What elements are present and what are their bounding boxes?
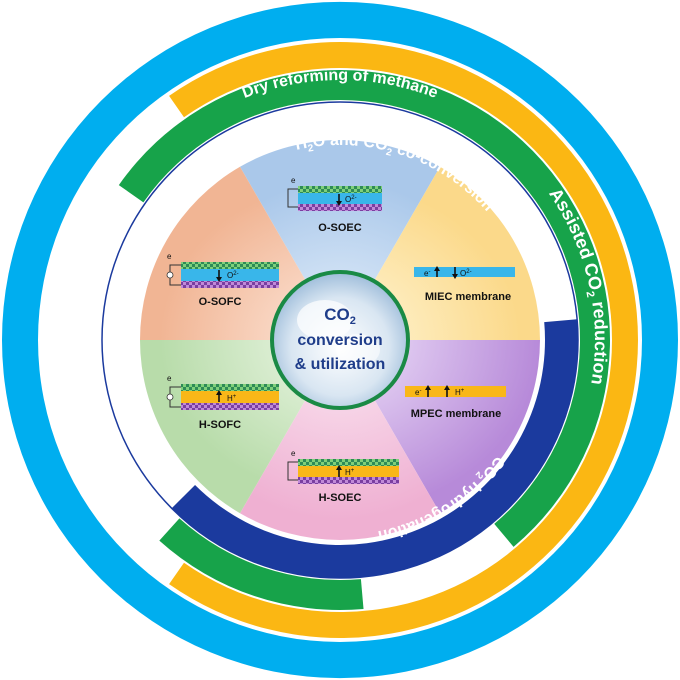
ring-co-conversion-lower: [159, 518, 364, 611]
center-cloud-2: [336, 334, 380, 366]
h-soec-electrode-bottom: [298, 477, 399, 484]
o-soec-ion-text: O2-: [345, 195, 357, 204]
miec-electron-text: e-: [424, 269, 430, 278]
o-sofc-label: O-SOFC: [199, 296, 242, 308]
o-soec-cell: O2- e O-SOEC: [287, 176, 382, 234]
o-sofc-electrode-bottom: [181, 281, 279, 288]
mpec-electron-arrow-head: [425, 385, 431, 390]
miec-ion-arrow-head: [452, 274, 458, 279]
h-sofc-electrode-top: [181, 384, 279, 391]
center-title-conversion: conversion: [297, 332, 382, 349]
o-sofc-electrolyte: [181, 269, 279, 281]
h-soec-electron-text: e: [291, 449, 296, 458]
h-soec-label: H-SOEC: [319, 492, 362, 504]
h-sofc-label: H-SOFC: [199, 419, 241, 431]
sector-o-soec: [240, 140, 440, 340]
h-soec-circuit: [287, 461, 298, 481]
o-soec-circuit: [287, 188, 298, 208]
h-sofc-electrode-bottom: [181, 403, 279, 410]
h-sofc-electron-text: e: [167, 374, 172, 383]
o-soec-electrode-bottom: [298, 204, 382, 211]
h-sofc-cell: H+ e H-SOFC: [166, 374, 279, 431]
inner-boundary-line: [101, 101, 579, 579]
o-sofc-ion-text: O2-: [227, 271, 239, 280]
o-soec-electrode-top: [298, 186, 382, 193]
sector-h-soec: [240, 340, 440, 540]
o-soec-arrow-head: [336, 201, 342, 206]
center-title-utilization: & utilization: [295, 356, 386, 373]
h-sofc-electrolyte: [181, 391, 279, 403]
h-sofc-load: [166, 393, 174, 401]
h-soec-ion-text: H+: [345, 468, 355, 477]
miec-cell: e- O2- MIEC membrane: [414, 266, 515, 303]
h-soec-electrolyte: [298, 466, 399, 477]
sectors-layer: [140, 140, 540, 540]
center-cloud: [297, 300, 353, 340]
center-title-co2: CO2: [324, 305, 356, 327]
miec-label: MIEC membrane: [425, 291, 511, 303]
o-sofc-electron-text: e: [167, 252, 172, 261]
o-soec-electron-text: e: [291, 176, 296, 185]
miec-electron-arrow-head: [434, 266, 440, 271]
o-sofc-load: [166, 271, 174, 279]
h-soec-electrode-top: [298, 459, 399, 466]
miec-membrane-bar: [414, 267, 515, 277]
o-sofc-arrow-head: [216, 277, 222, 282]
o-sofc-electrode-top: [181, 262, 279, 269]
h-soec-arrow-head: [336, 465, 342, 470]
h-sofc-arrow-head: [216, 390, 222, 395]
mpec-ion-text: H+: [455, 388, 465, 397]
o-soec-electrolyte: [298, 193, 382, 204]
ring-co2-hydrogenation: [171, 319, 578, 579]
center-hub: CO2 conversion & utilization: [270, 270, 410, 410]
h-sofc-ion-text: H+: [227, 394, 237, 403]
mpec-ion-arrow-head: [444, 385, 450, 390]
mpec-membrane-bar: [405, 386, 506, 397]
h-soec-cell: H+ e H-SOEC: [287, 449, 399, 504]
o-soec-label: O-SOEC: [318, 222, 361, 234]
o-sofc-cell: O2- e O-SOFC: [166, 252, 279, 308]
mpec-electron-text: e-: [415, 388, 421, 397]
mpec-cell: e- H+ MPEC membrane: [405, 385, 506, 420]
mpec-label: MPEC membrane: [411, 408, 501, 420]
miec-ion-text: O2-: [460, 269, 472, 278]
